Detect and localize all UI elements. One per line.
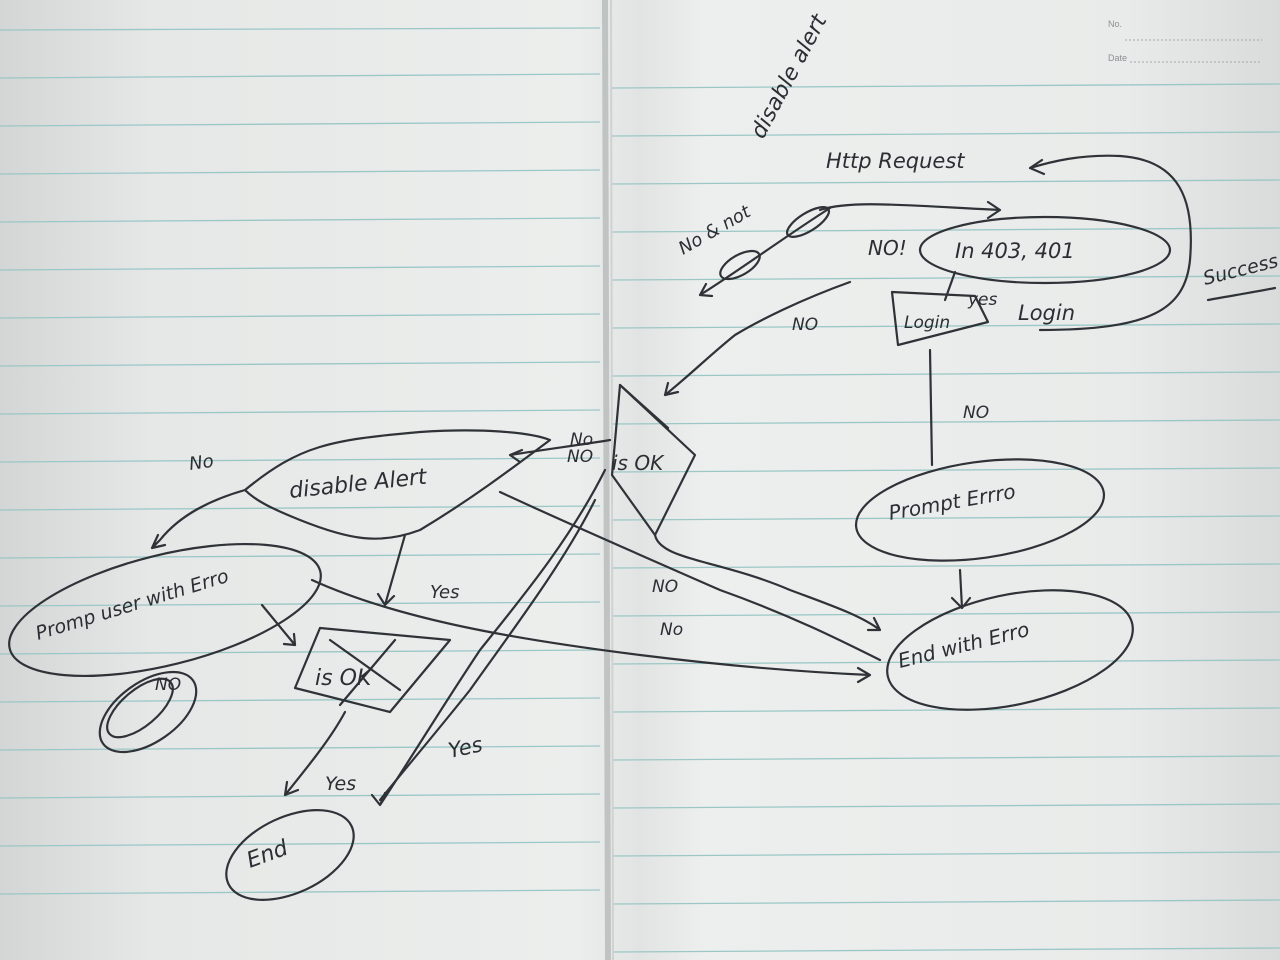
edge-prompt-user-to-end [310, 578, 872, 684]
ruled-lines [0, 27, 1280, 953]
edge-label-no-1: NO! [868, 236, 907, 260]
end-label: End [244, 835, 293, 873]
success-label: Success [1201, 250, 1280, 290]
edge-label-no-not: No & not [675, 201, 755, 259]
edge-isok-yes-to-end [283, 710, 347, 797]
status-check-label: In 403, 401 [955, 239, 1075, 263]
login-label: Login [1018, 301, 1075, 325]
end-with-error-label: End with Erro [895, 617, 1031, 673]
prompt-user-node [8, 542, 322, 678]
edge-isok-to-disable-alert [508, 438, 612, 464]
notebook-spine-shadow [610, 0, 614, 960]
date-label: Date [1108, 53, 1127, 63]
isok-bottom-cross [328, 638, 402, 707]
edge-label-yes-3: Yes [325, 773, 356, 795]
login-box-node [890, 290, 990, 347]
edge-prompt-to-end [950, 568, 972, 610]
edge-no-not-return [698, 206, 832, 298]
edge-label-yes-4: Yes [446, 732, 485, 763]
isok-bottom-label: is OK [315, 666, 373, 691]
edge-login-to-prompt [928, 348, 934, 467]
scribble-mark [98, 670, 198, 754]
edge-label-no-3: NO [963, 403, 989, 423]
login-box-label: Login [904, 313, 950, 333]
edge-label-no-8: NO [155, 675, 181, 695]
isok-bottom-node [293, 626, 452, 714]
status-check-node [918, 215, 1172, 285]
edge-label-no-5: NO [567, 447, 593, 467]
edge-label-no-9: No [660, 620, 683, 640]
edge-isok-top-yes-parallel [378, 498, 597, 802]
small-loop-ellipse-1 [719, 249, 761, 281]
edge-status-to-isok [663, 280, 852, 397]
edge-prompt-user-to-isok [260, 603, 297, 647]
edge-isok-to-end [653, 533, 882, 632]
edge-label-no-6: NO [652, 577, 678, 597]
not-disable-alert-label: disable alert [746, 9, 833, 142]
edge-label-yes-2: Yes [430, 582, 459, 603]
edge-disable-to-prompt-user [150, 488, 247, 550]
scribble-mark-inner [106, 677, 174, 739]
edge-isok-top-yes [370, 468, 607, 807]
edge-label-no-2: NO [792, 315, 818, 335]
edge-http-to-status-check [818, 200, 1002, 220]
edge-label-no-7: No [188, 451, 215, 475]
isok-top-scribble [618, 383, 670, 430]
isok-top-label: is OK [612, 451, 665, 475]
end-node [225, 809, 355, 901]
edge-label-no-4: No [570, 430, 593, 450]
disable-alert-label: disable Alert [288, 465, 429, 504]
end-with-error-node [886, 589, 1134, 711]
edge-label-yes-1: yes [967, 290, 998, 310]
prompt-error-node [854, 458, 1106, 562]
disable-alert-node [243, 429, 552, 540]
notebook-spine [602, 0, 611, 960]
edge-disable-yes [376, 533, 407, 607]
http-request-label: Http Request [826, 149, 965, 173]
no-label: No. [1108, 19, 1122, 29]
success-underline [1206, 286, 1277, 302]
edge-disable-to-end [498, 490, 882, 662]
success-loop-edge [1028, 154, 1192, 332]
